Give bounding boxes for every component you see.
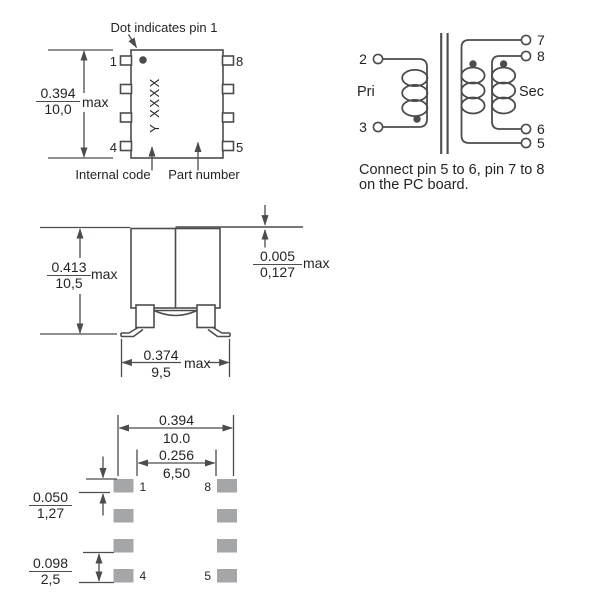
dim-lead-span-max: max [184,354,211,371]
secondary-label: Sec [519,83,544,100]
dim-height-inches: 0.394 [36,86,80,102]
part-number-label: Part number [168,167,240,182]
pin-label-5: 5 [236,139,244,155]
pad-1 [113,479,134,493]
pin-3 [119,112,133,123]
secondary-b-loop [491,96,517,115]
connection-note-line2: on the PC board. [359,177,469,193]
pin-8 [221,55,235,66]
pad-label-4: 4 [139,569,147,583]
pin-label-1: 1 [109,53,117,69]
secondary-a-loop [460,96,486,115]
lead-foot-left [121,328,144,338]
schematic-pin5-label: 5 [537,134,545,151]
transformer-schematic [372,33,532,154]
connection-note-line1: Connect pin 5 to 6, pin 7 to 8 [359,161,545,178]
pin-6 [221,112,235,123]
package-body [130,49,224,159]
dim-pad-height-mm: 1,27 [36,504,65,521]
dim-step-mm: 0,127 [259,263,296,280]
schematic-pin6-label: 6 [537,120,545,137]
schematic-pin2-label: 2 [359,50,367,67]
dim-height-mm: 10,0 [44,101,72,117]
terminal-pin3 [372,121,384,133]
pad-8 [217,479,237,493]
internal-code-label: Internal code [75,167,151,182]
pad-label-1: 1 [139,480,147,494]
schematic-pin7-label: 7 [537,31,545,48]
secondary-b-loop [491,81,517,100]
side-view [40,205,303,377]
dim-height-max: max [82,93,109,110]
pin1-dot [139,56,147,64]
schematic-pin8-label: 8 [537,47,545,64]
dim-body-height-fraction: 0.413 10,5 [47,259,91,291]
pad-label-8: 8 [204,480,211,494]
dim-pad-height-fraction: 0.050 1,27 [29,489,72,521]
package-marking: Y XXXX [147,77,162,133]
pad-2 [113,509,134,523]
dim-height-fraction: 0.394 10,0 [36,86,80,117]
secondary-b-phase-dot [499,60,508,68]
terminal-pin8 [520,50,532,62]
pin-label-8: 8 [236,53,244,69]
secondary-b-loop [491,66,517,85]
schematic-pin3-label: 3 [359,118,367,135]
primary-label: Pri [357,83,375,100]
pin-7 [221,83,235,95]
dim-inner-mm: 6,50 [162,464,191,481]
pad-5 [217,569,237,583]
terminal-pin2 [372,53,384,65]
pin-2 [119,83,133,95]
pad-6 [217,539,237,553]
dim-body-height-inches: 0.413 [47,259,91,276]
pad-4 [113,569,134,583]
dim-pad-height-inches: 0.050 [29,489,72,506]
dim-lead-span-mm: 9,5 [151,363,171,380]
winding-wire-curve [153,309,198,317]
dim-outer-mm: 10.0 [162,429,191,446]
pin-1 [119,55,133,66]
secondary-a-loop [460,66,486,85]
primary-wire [382,58,428,128]
primary-coil-loop [401,84,429,103]
dim-inner-inches: 0.256 [158,446,195,463]
lead-block-left [135,304,155,329]
primary-coil-loop [401,99,429,118]
secondary-a-phase-dot [469,60,477,68]
pin1-callout-label: Dot indicates pin 1 [110,20,218,35]
dim-body-height-max: max [91,266,118,282]
lead-block-right [196,304,216,329]
dim-body-height-mm: 10,5 [55,274,83,291]
dim-lead-span-inches: 0.374 [143,347,179,363]
dim-step-fraction: 0.005 0,127 [253,248,302,280]
pad-label-5: 5 [204,569,211,583]
lead-foot-right [207,328,230,338]
dim-outer-inches: 0.394 [158,411,195,428]
terminal-pin5 [520,137,532,149]
land-pattern [79,415,237,584]
secondary-a-loop [460,81,486,100]
pin-4 [119,140,133,152]
terminal-pin6 [520,123,532,135]
pin-5 [221,140,235,152]
dim-step-max: max [303,255,330,271]
terminal-pin7 [520,34,532,46]
primary-coil-loop [401,69,429,88]
dim-step-inches: 0.005 [253,248,302,265]
lead-foot-right [212,326,230,334]
dim-pitch-inches: 0.098 [29,556,72,572]
lead-foot-left [121,326,139,334]
dim-pitch-fraction: 0.098 2,5 [29,556,72,587]
dim-pitch-mm: 2,5 [40,571,61,587]
pad-3 [113,539,134,553]
package-top-view [48,34,235,171]
primary-phase-dot [413,115,421,123]
callout-leader-arrow [127,34,138,49]
pad-7 [217,509,237,523]
pin-label-4: 4 [109,139,117,155]
